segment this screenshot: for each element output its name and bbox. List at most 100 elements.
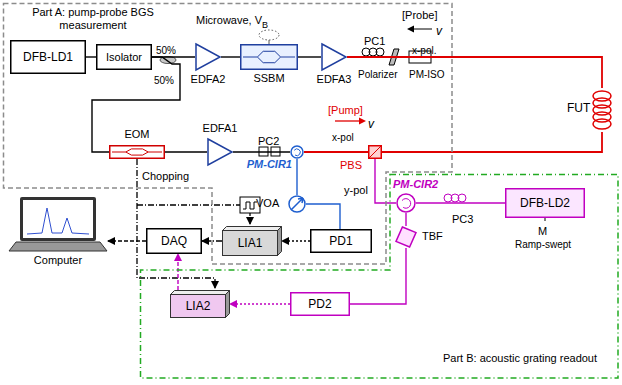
drawing-part [137,204,240,205]
node-box: LIA1 [222,226,282,256]
node-label: EDFA2 [188,73,228,86]
drawing-part [396,227,416,247]
drawing-part [291,198,303,210]
drawing-part [208,139,232,165]
node-label: PM-CIR2 [393,178,455,191]
region-heading: Part A: pump-probe BGS measurement [7,6,179,31]
text-label: x-pol [332,132,354,143]
text-label: Ramp-swept [515,239,571,250]
circ-shape [396,193,416,213]
connector [282,240,310,241]
node-box: PD1 [310,229,372,253]
connector [306,204,340,229]
drawing-part [291,146,303,158]
node-label: SSBM [238,72,300,85]
node-label: LIA1 [238,236,263,250]
text-label: 50% [156,45,176,56]
drawing-part [412,29,432,30]
text-label: M [538,225,547,237]
node-text-box: Isolator [96,44,152,70]
label-group: 50% [154,70,174,88]
node-label: EOM [104,128,170,141]
node-box: EDFA3 [312,43,356,87]
node-label: LIA2 [186,299,211,313]
label-group: Chopping [142,166,189,184]
region-band: Part B: acoustic grating readoutPM-CIR2D… [140,174,619,379]
circ-shape [290,145,304,159]
drawing-part [506,189,585,218]
text-label: x-pol. [412,45,436,56]
subscript-label: B [262,20,268,30]
node-box: PM-CIR1 [240,143,304,173]
connector [86,56,96,57]
text-label: [Pump] [328,104,363,116]
drawing-part [112,149,162,155]
node-label: PD2 [308,297,331,311]
drawing-part [545,218,546,221]
node-label: VOA [256,197,286,210]
text-label: Microwave, V [196,14,262,26]
text-label: PC3 [452,213,473,225]
node-text-box: LIA2 [170,290,230,318]
drawing-part [278,227,282,256]
connector [177,254,178,290]
label-group: PC2 [258,131,279,149]
connector [296,159,297,195]
node-label: PD1 [329,234,352,248]
text-label: PM-ISO [409,69,445,80]
node-text-box: PD1 [310,229,372,253]
node-box: SSBM [238,42,300,86]
connector [304,151,368,153]
node-box: PM-CIR2 [393,178,455,214]
connector [233,151,290,152]
connector [230,303,290,304]
connector [298,56,321,57]
label-group: [Pump] [328,100,363,118]
node-text-box: PD2 [290,292,350,316]
node-box: PBS [340,145,384,173]
connector [221,56,240,57]
node-box: VOA [256,190,310,216]
voa-shape [288,195,306,213]
drawing-part [243,51,295,62]
text-label: 50% [154,75,174,86]
tri-shape [195,43,221,71]
mod-shape [109,145,165,159]
label-group: x-pol. [412,40,436,58]
drawing-part [291,293,350,316]
node-box: TBF [394,226,446,248]
drawing-part [407,26,414,33]
drawing-part [223,227,282,231]
drawing-part [171,291,230,295]
drawing-part [289,196,305,212]
drawing-part [27,208,89,234]
node-box: DAQ [146,228,202,254]
drawing-part [137,159,215,288]
node-label: Isolator [106,51,142,63]
text-label: PC2 [258,135,279,147]
node-label: EDFA1 [196,122,244,135]
text-label: Polarizer [358,69,397,80]
drawing-part [249,213,250,224]
node-label: DFB-LD1 [23,50,73,64]
drawing-part [196,44,220,70]
drawing-part [171,295,226,318]
connector [165,151,207,152]
drawing-part [243,202,257,209]
drawing-part [593,119,611,129]
label-group: Ramp-swept [515,234,571,252]
mod-shape [240,44,298,70]
tri-shape [321,43,347,71]
sq-shape [368,145,382,159]
connector [405,213,406,226]
drawing-part [97,45,152,70]
node-box: DFB-LD1 [10,40,86,74]
drawing-part [9,242,107,251]
drawing-part [20,197,96,241]
connector [108,240,146,241]
drawing-part [294,149,300,156]
tri-shape [207,138,233,166]
text-label: v [368,117,374,131]
